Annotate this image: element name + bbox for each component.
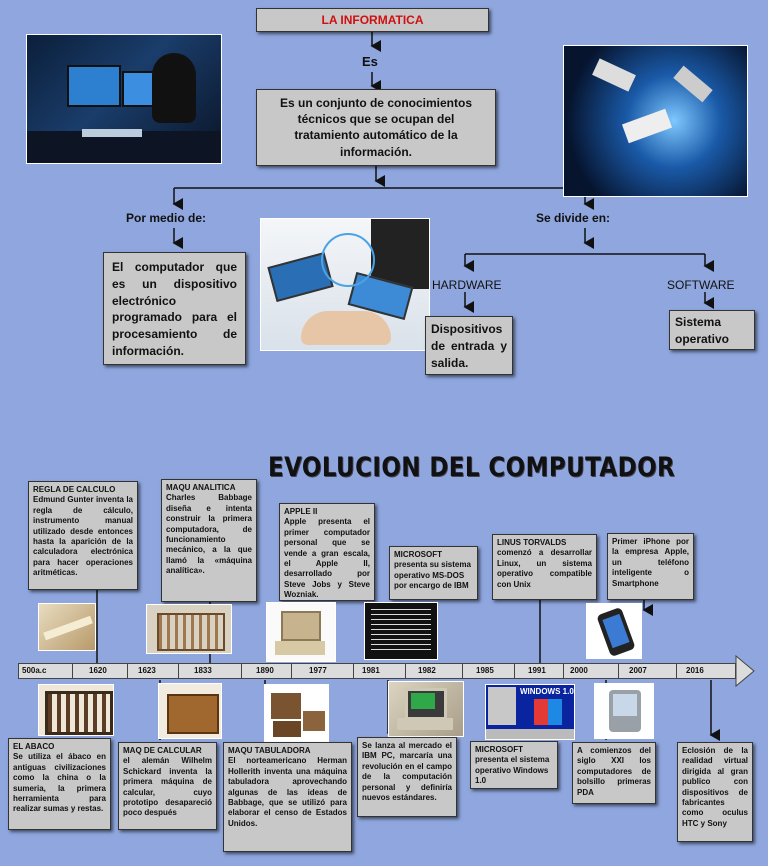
year-label: 1991: [528, 666, 546, 675]
evolution-title: EVOLUCION DEL COMPUTADOR: [268, 452, 676, 483]
event-text: Eclosión de la realidad virtual dirigida…: [682, 746, 748, 828]
ibm-pc-image: [388, 681, 464, 737]
event-text: Primer iPhone por la empresa Apple, un t…: [612, 537, 689, 588]
event-regla-calculo: REGLA DE CALCULO Edmund Gunter inventa l…: [28, 481, 138, 590]
main-title: LA INFORMATICA: [256, 8, 489, 32]
event-linux: LINUS TORVALDS comenzó a desarrollar Lin…: [492, 534, 597, 600]
event-text: Edmund Gunter inventa la regla de cálcul…: [33, 495, 133, 578]
year-label: 1981: [362, 666, 380, 675]
year-label: 2007: [629, 666, 647, 675]
hardware-box: Dispositivos de entrada y salida.: [425, 316, 513, 375]
divide-label: Se divide en:: [536, 211, 611, 225]
year-label: 1982: [418, 666, 436, 675]
event-text: Apple presenta el primer computador pers…: [284, 517, 370, 600]
event-maquina-calcular: MAQ DE CALCULAR el alemán Wilhelm Schick…: [118, 742, 217, 830]
event-maquina-analitica: MAQU ANALITICA Charles Babbage diseña e …: [161, 479, 257, 602]
year-label: 2016: [686, 666, 704, 675]
event-text: el alemán Wilhelm Schickard inventa la p…: [123, 756, 212, 818]
hardware-label: HARDWARE: [432, 278, 502, 292]
pda-image: [594, 683, 654, 739]
event-apple-ii: APPLE II Apple presenta el primer comput…: [279, 503, 375, 601]
event-heading: MAQU TABULADORA: [228, 746, 311, 755]
event-ms-dos: MICROSOFT presenta su sistema operativo …: [389, 546, 478, 600]
event-text: Se utiliza el ábaco en antiguas civiliza…: [13, 752, 106, 814]
abacus-image: [38, 684, 114, 736]
event-maquina-tabuladora: MAQU TABULADORA El norteamericano Herman…: [223, 742, 352, 852]
tabulating-machine-image: [264, 684, 329, 742]
year-label: 1977: [309, 666, 327, 675]
event-heading: MICROSOFT: [394, 550, 442, 559]
year-label: 1833: [194, 666, 212, 675]
event-heading: MICROSOFT: [475, 745, 523, 754]
event-text: El norteamericano Herman Hollerith inven…: [228, 756, 347, 828]
event-text: presenta el sistema operativo Windows 1.…: [475, 755, 550, 786]
event-text: Charles Babbage diseña e intenta constru…: [166, 493, 252, 576]
windows-logo-text: WINDOWS 1.0: [520, 687, 574, 696]
event-ibm-pc: Se lanza al mercado el IBM PC, marcaría …: [357, 737, 457, 817]
calculating-machine-image: [158, 683, 222, 739]
software-label: SOFTWARE: [667, 278, 735, 292]
slide-rule-image: [38, 603, 96, 651]
event-text: Se lanza al mercado el IBM PC, marcaría …: [362, 741, 452, 802]
por-medio-label: Por medio de:: [126, 211, 207, 225]
windows-1-image: WINDOWS 1.0: [485, 684, 575, 740]
software-box: Sistema operativo: [669, 310, 755, 350]
ms-dos-screen-image: [364, 602, 438, 660]
event-abaco: EL ABACO Se utiliza el ábaco en antiguas…: [8, 738, 111, 830]
event-heading: REGLA DE CALCULO: [33, 485, 116, 494]
analytical-engine-image: [146, 604, 232, 654]
definition-box: Es un conjunto de conocimientos técnicos…: [256, 89, 496, 166]
event-text: comenzó a desarrollar Linux, un sistema …: [497, 548, 592, 589]
event-pda: A comienzos del siglo XXI los computador…: [572, 742, 656, 804]
es-label: Es: [362, 54, 378, 69]
apple-ii-image: [266, 602, 336, 662]
event-heading: LINUS TORVALDS: [497, 538, 567, 547]
event-windows: MICROSOFT presenta el sistema operativo …: [470, 741, 558, 789]
year-label: 1985: [476, 666, 494, 675]
iphone-image: [586, 603, 642, 659]
event-heading: APPLE II: [284, 507, 318, 516]
year-label: 1623: [138, 666, 156, 675]
event-text: presenta su sistema operativo MS-DOS por…: [394, 560, 471, 591]
network-cable-image: [563, 45, 748, 197]
year-label: 500a.c: [22, 666, 47, 675]
event-heading: EL ABACO: [13, 742, 55, 751]
year-label: 1620: [89, 666, 107, 675]
event-heading: MAQ DE CALCULAR: [123, 746, 202, 755]
year-label: 1890: [256, 666, 274, 675]
hands-devices-image: [260, 218, 430, 351]
event-text: A comienzos del siglo XXI los computador…: [577, 746, 651, 797]
event-iphone: Primer iPhone por la empresa Apple, un t…: [607, 533, 694, 600]
hacker-image: [26, 34, 222, 164]
year-label: 2000: [570, 666, 588, 675]
event-realidad-virtual: Eclosión de la realidad virtual dirigida…: [677, 742, 753, 842]
event-heading: MAQU ANALITICA: [166, 483, 236, 492]
computador-box: El computador que es un dispositivo elec…: [103, 252, 246, 365]
